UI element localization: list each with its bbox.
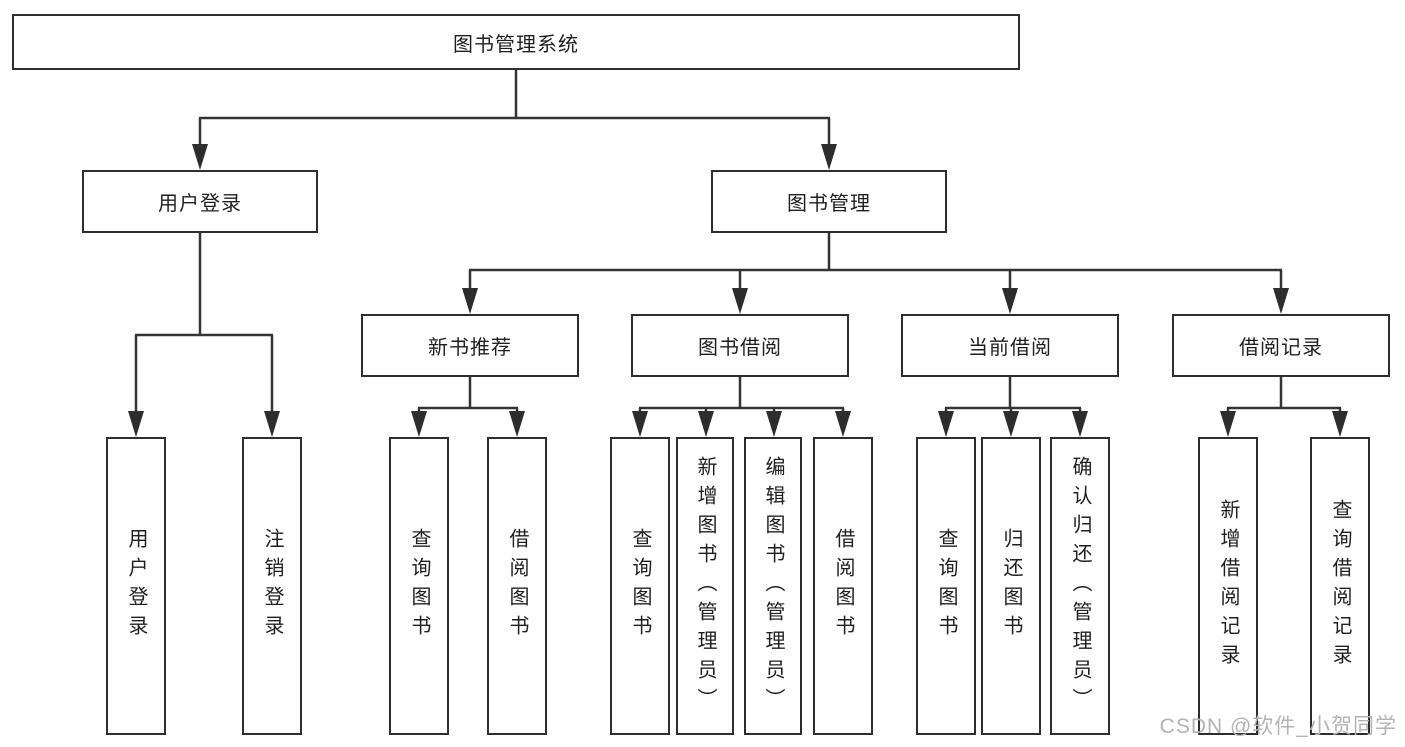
- node-new-book-recommend: 新书推荐: [361, 314, 579, 377]
- leaf-user-login: 用户登录: [106, 437, 166, 735]
- leaf-edit-books-admin-label: 编辑图书（管理员）: [762, 455, 784, 717]
- leaf-borrow-books: 借阅图书: [813, 437, 873, 735]
- leaf-query-books-borrow-label: 查询图书: [629, 528, 651, 644]
- node-borrow-record-label: 借阅记录: [1239, 337, 1323, 359]
- leaf-query-books-recommend-label: 查询图书: [408, 528, 430, 644]
- leaf-query-borrow-record: 查询借阅记录: [1310, 437, 1370, 735]
- leaf-add-borrow-record: 新增借阅记录: [1198, 437, 1258, 735]
- leaf-edit-books-admin: 编辑图书（管理员）: [744, 437, 802, 735]
- leaf-query-books-current: 查询图书: [916, 437, 976, 735]
- node-user-login-group-label: 用户登录: [158, 193, 242, 215]
- node-current-borrow-label: 当前借阅: [968, 337, 1052, 359]
- leaf-add-borrow-record-label: 新增借阅记录: [1217, 499, 1239, 673]
- leaf-return-books-label: 归还图书: [1000, 528, 1022, 644]
- leaf-return-books: 归还图书: [981, 437, 1041, 735]
- arrowheads: [128, 144, 1348, 437]
- leaf-query-books-current-label: 查询图书: [935, 528, 957, 644]
- leaf-query-borrow-record-label: 查询借阅记录: [1329, 499, 1351, 673]
- node-book-borrow-label: 图书借阅: [698, 337, 782, 359]
- leaf-add-books-admin-label: 新增图书（管理员）: [694, 455, 716, 717]
- node-book-management-group-label: 图书管理: [787, 193, 871, 215]
- leaf-query-books-borrow: 查询图书: [610, 437, 670, 735]
- node-user-login-group: 用户登录: [82, 170, 318, 233]
- node-root-label: 图书管理系统: [453, 33, 579, 56]
- node-book-borrow: 图书借阅: [631, 314, 849, 377]
- leaf-confirm-return-admin: 确认归还（管理员）: [1050, 437, 1110, 735]
- leaf-user-login-label: 用户登录: [125, 528, 147, 644]
- node-new-book-recommend-label: 新书推荐: [428, 337, 512, 359]
- leaf-borrow-books-recommend: 借阅图书: [487, 437, 547, 735]
- node-borrow-record: 借阅记录: [1172, 314, 1390, 377]
- leaf-add-books-admin: 新增图书（管理员）: [676, 437, 734, 735]
- leaf-borrow-books-label: 借阅图书: [832, 528, 854, 644]
- leaf-logout-login-label: 注销登录: [261, 528, 283, 644]
- leaf-borrow-books-recommend-label: 借阅图书: [506, 528, 528, 644]
- watermark: CSDN @软件_小贺同学: [1159, 715, 1397, 738]
- leaf-confirm-return-admin-label: 确认归还（管理员）: [1069, 455, 1091, 717]
- node-root: 图书管理系统: [12, 14, 1020, 70]
- node-current-borrow: 当前借阅: [901, 314, 1119, 377]
- leaf-query-books-recommend: 查询图书: [389, 437, 449, 735]
- leaf-logout-login: 注销登录: [242, 437, 302, 735]
- node-book-management-group: 图书管理: [711, 170, 947, 233]
